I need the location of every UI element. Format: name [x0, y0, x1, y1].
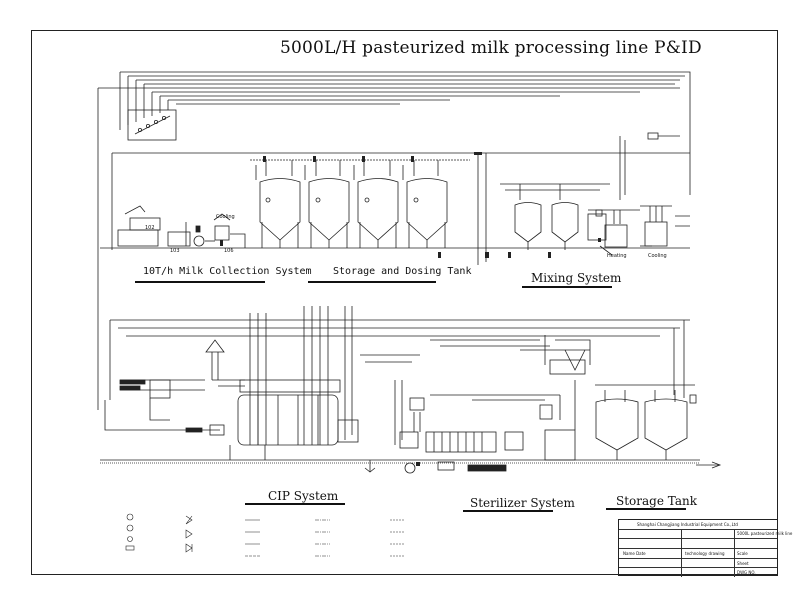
- tag-103: 103: [170, 248, 180, 254]
- field-name-date: Name Date: [623, 551, 646, 556]
- field-dwg-no: DWG NO.: [737, 570, 756, 575]
- section-underline-storage-tank: [606, 508, 686, 510]
- heating-label: Heating: [607, 253, 627, 259]
- section-label-sterilizer: Sterilizer System: [470, 496, 575, 510]
- section-underline-collection: [135, 281, 265, 283]
- project-name: 5000L pasteurized milk line: [737, 531, 793, 536]
- tag-102: 102: [145, 225, 155, 231]
- section-underline-cip: [245, 503, 345, 505]
- section-underline-storage-dosing: [308, 281, 436, 283]
- company-name: Shanghai Changjiang Industrial Equipment…: [637, 522, 738, 527]
- drawing-type: technology drawing: [685, 551, 725, 556]
- section-label-mixing: Mixing System: [531, 271, 622, 285]
- field-scale: Scale: [737, 551, 748, 556]
- section-label-cip: CIP System: [268, 489, 339, 503]
- tag-106: 106: [224, 248, 234, 254]
- section-underline-sterilizer: [463, 510, 553, 512]
- drawing-title: 5000L/H pasteurized milk processing line…: [280, 38, 702, 58]
- section-label-storage-tank: Storage Tank: [616, 494, 697, 508]
- cooling-label-left: Cooling: [216, 214, 235, 220]
- drawing-border: [31, 30, 778, 575]
- field-sheet: Sheet: [737, 561, 749, 566]
- section-underline-mixing: [522, 286, 612, 288]
- section-label-collection: 10T/h Milk Collection System: [143, 266, 312, 277]
- section-label-storage-dosing: Storage and Dosing Tank: [333, 266, 472, 277]
- cooling-label-right: Cooling: [648, 253, 667, 259]
- title-block: Shanghai Changjiang Industrial Equipment…: [618, 519, 792, 577]
